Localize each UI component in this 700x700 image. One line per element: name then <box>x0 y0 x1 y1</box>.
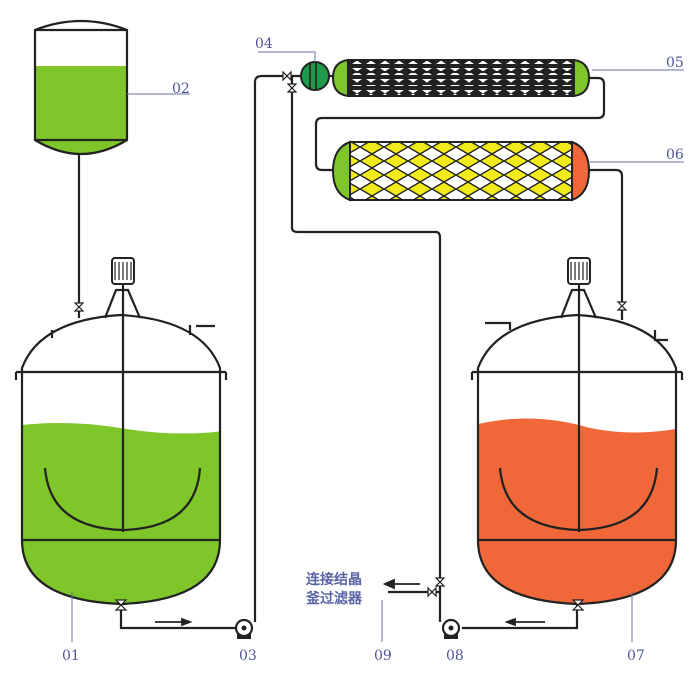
label-06: 06 <box>666 147 684 163</box>
pump-03 <box>234 618 254 639</box>
label-08: 08 <box>446 648 464 664</box>
feed-tank <box>33 19 129 155</box>
pipe-06-to-07 <box>588 168 624 320</box>
label-03: 03 <box>239 648 257 664</box>
pipe-01-to-03 <box>119 604 240 630</box>
label-04: 04 <box>255 36 273 52</box>
label-09: 09 <box>374 648 392 664</box>
outlet-note-line2: 釜过滤器 <box>305 590 363 607</box>
packed-column-06 <box>331 140 591 202</box>
label-05: 05 <box>666 55 684 71</box>
pipe-07-to-08 <box>462 604 579 630</box>
pump-08 <box>441 618 461 639</box>
pipe-05-to-06 <box>314 76 606 172</box>
outlet-note-line1: 连接结晶 <box>306 571 362 588</box>
reactor-01 <box>14 257 228 606</box>
feed-valve-icon <box>73 302 85 312</box>
filter-04 <box>300 61 336 91</box>
label-07: 07 <box>627 648 645 664</box>
pipe-03-to-04 <box>253 74 302 622</box>
valve-icon <box>114 70 628 611</box>
label-01: 01 <box>62 648 80 664</box>
return-pipe <box>290 76 442 622</box>
label-02: 02 <box>172 81 190 97</box>
flow-arrow-icon <box>155 578 545 627</box>
heat-exchanger-05 <box>331 58 591 98</box>
reactor-07 <box>470 257 684 606</box>
leader-lines <box>71 51 684 642</box>
